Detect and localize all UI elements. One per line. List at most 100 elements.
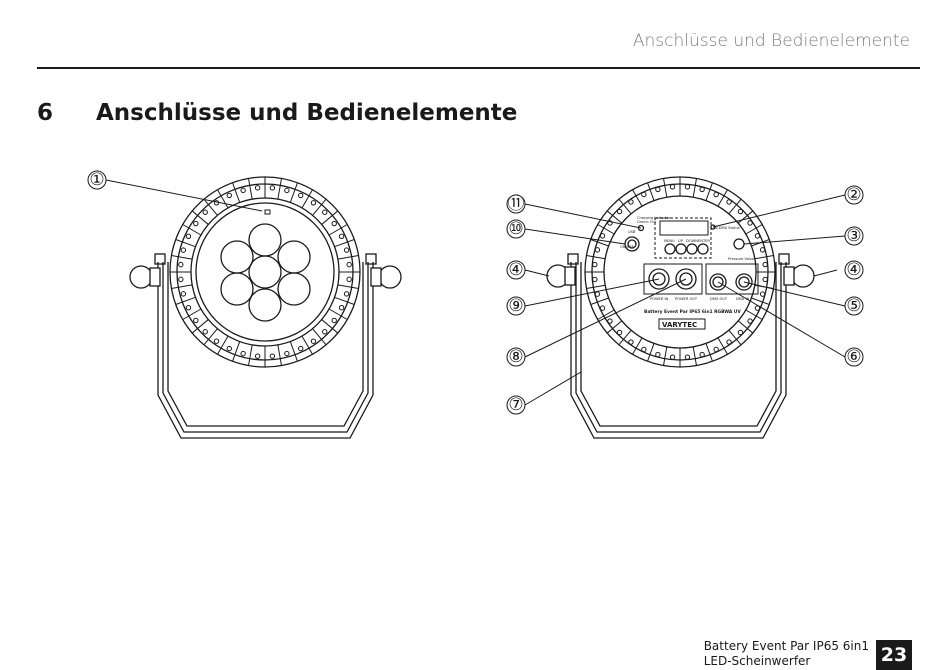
rear-view bbox=[546, 176, 815, 439]
bezel-rib bbox=[737, 320, 754, 334]
bezel-screw bbox=[726, 339, 732, 345]
bezel-screw bbox=[343, 247, 350, 253]
bezel-rib bbox=[171, 255, 193, 260]
dmx-out-label: DMX OUT bbox=[710, 297, 728, 301]
power-in-label: POWER IN bbox=[650, 297, 669, 301]
callout-11-circle bbox=[506, 194, 526, 214]
bezel-screw bbox=[599, 233, 606, 239]
bezel-screw bbox=[699, 186, 705, 193]
bezel-screw bbox=[284, 187, 290, 194]
bezel-screw bbox=[284, 350, 290, 357]
callout-9-circle bbox=[506, 296, 526, 316]
callout-4-right-circle bbox=[844, 260, 864, 280]
bezel-rib bbox=[647, 343, 655, 362]
bezel-rib bbox=[301, 335, 313, 355]
callout-8: ⑧ bbox=[508, 347, 523, 367]
bezel-screw bbox=[213, 200, 220, 206]
bezel-screw bbox=[747, 318, 753, 324]
bezel-screw bbox=[322, 209, 328, 215]
bezel-screw bbox=[754, 233, 761, 239]
callout-markers bbox=[87, 170, 864, 415]
enter-label: ENTER bbox=[698, 239, 710, 243]
bezel-screw bbox=[202, 209, 208, 215]
bezel-screw bbox=[713, 191, 719, 198]
footer-product-line1: Battery Event Par IP65 6in1 bbox=[703, 639, 869, 653]
bezel-screw bbox=[737, 208, 744, 215]
bezel-screw bbox=[759, 291, 766, 297]
callout-4-right: ④ bbox=[846, 260, 861, 280]
bezel-rib bbox=[632, 337, 643, 355]
page-number: 23 bbox=[876, 640, 912, 670]
bezel-screw bbox=[343, 291, 350, 297]
bezel-rib bbox=[705, 182, 713, 201]
bezel-screw bbox=[185, 233, 192, 239]
bezel-screw bbox=[254, 185, 261, 191]
bezel-rib bbox=[754, 255, 774, 260]
bezel-rib bbox=[751, 239, 770, 247]
bezel-rib bbox=[175, 296, 196, 305]
bezel-rib bbox=[705, 343, 713, 362]
bezel-rib bbox=[182, 224, 202, 236]
bezel-rib bbox=[289, 182, 298, 203]
footer-product-line2: LED-Scheinwerfer bbox=[703, 654, 811, 668]
bezel-screw bbox=[298, 345, 304, 352]
callout-10: ⑩ bbox=[508, 219, 523, 239]
header-rule bbox=[37, 67, 920, 69]
bezel-screw bbox=[628, 199, 634, 205]
callout-6-circle bbox=[844, 347, 864, 367]
bezel-screw bbox=[180, 247, 187, 253]
callout-3: ③ bbox=[846, 226, 861, 246]
running-header: Anschlüsse und Bedienelemente bbox=[632, 31, 910, 51]
bezel-screw bbox=[178, 276, 184, 283]
bezel-screw bbox=[331, 317, 337, 324]
bezel-rib bbox=[590, 239, 609, 247]
bezel-screw bbox=[193, 220, 199, 227]
bezel-screw bbox=[762, 261, 768, 268]
bezel-screw bbox=[298, 192, 304, 199]
pressure-label: Pressure Valve bbox=[728, 257, 755, 261]
bezel-screw bbox=[226, 192, 232, 199]
callout-7-circle bbox=[506, 395, 526, 415]
bezel-screw bbox=[213, 338, 220, 344]
bezel-screw bbox=[269, 185, 276, 191]
bezel-rib bbox=[191, 319, 209, 334]
bezel-screw bbox=[240, 187, 246, 194]
bezel-screw bbox=[322, 329, 328, 335]
bezel-rib bbox=[277, 344, 282, 366]
callout-1: ① bbox=[89, 170, 104, 190]
bezel-rib bbox=[337, 255, 359, 260]
bezel-screw bbox=[594, 247, 601, 253]
bezel-rib bbox=[312, 198, 327, 216]
bezel-rib bbox=[586, 255, 606, 260]
callout-2: ② bbox=[846, 185, 861, 205]
bezel-rib bbox=[321, 319, 339, 334]
bezel-screw bbox=[754, 305, 761, 311]
bezel-screw bbox=[592, 276, 598, 283]
bezel-screw bbox=[269, 353, 276, 359]
bezel-screw bbox=[616, 329, 623, 336]
on-off-label: ON/OFF bbox=[620, 245, 634, 249]
bezel-rib bbox=[232, 341, 241, 362]
bezel-screw bbox=[254, 353, 261, 359]
bezel-rib bbox=[312, 328, 327, 346]
bezel-screw bbox=[655, 351, 661, 358]
bezel-rib bbox=[301, 189, 313, 209]
bezel-rib bbox=[606, 320, 623, 334]
bezel-rib bbox=[203, 328, 218, 346]
bezel-rib bbox=[632, 189, 643, 207]
bezel-rib bbox=[175, 239, 196, 248]
bezel-screw bbox=[594, 291, 601, 297]
bezel-rib bbox=[217, 335, 229, 355]
bezel-screw bbox=[338, 305, 345, 311]
rear-panel-labels: Charging Indicator Green: Full USB ON/OF… bbox=[620, 216, 755, 329]
bezel-screw bbox=[185, 305, 192, 311]
bezel-screw bbox=[641, 346, 647, 353]
charging-label: Charging Indicator bbox=[637, 216, 671, 220]
bezel-screw bbox=[655, 186, 661, 193]
dmx-in-label: DMX IN bbox=[736, 297, 750, 301]
brand-logo: VARYTEC bbox=[662, 321, 697, 329]
bezel-screw bbox=[607, 318, 613, 324]
bezel-screw bbox=[331, 220, 337, 227]
bezel-screw bbox=[338, 233, 345, 239]
bezel-rib bbox=[692, 346, 697, 366]
